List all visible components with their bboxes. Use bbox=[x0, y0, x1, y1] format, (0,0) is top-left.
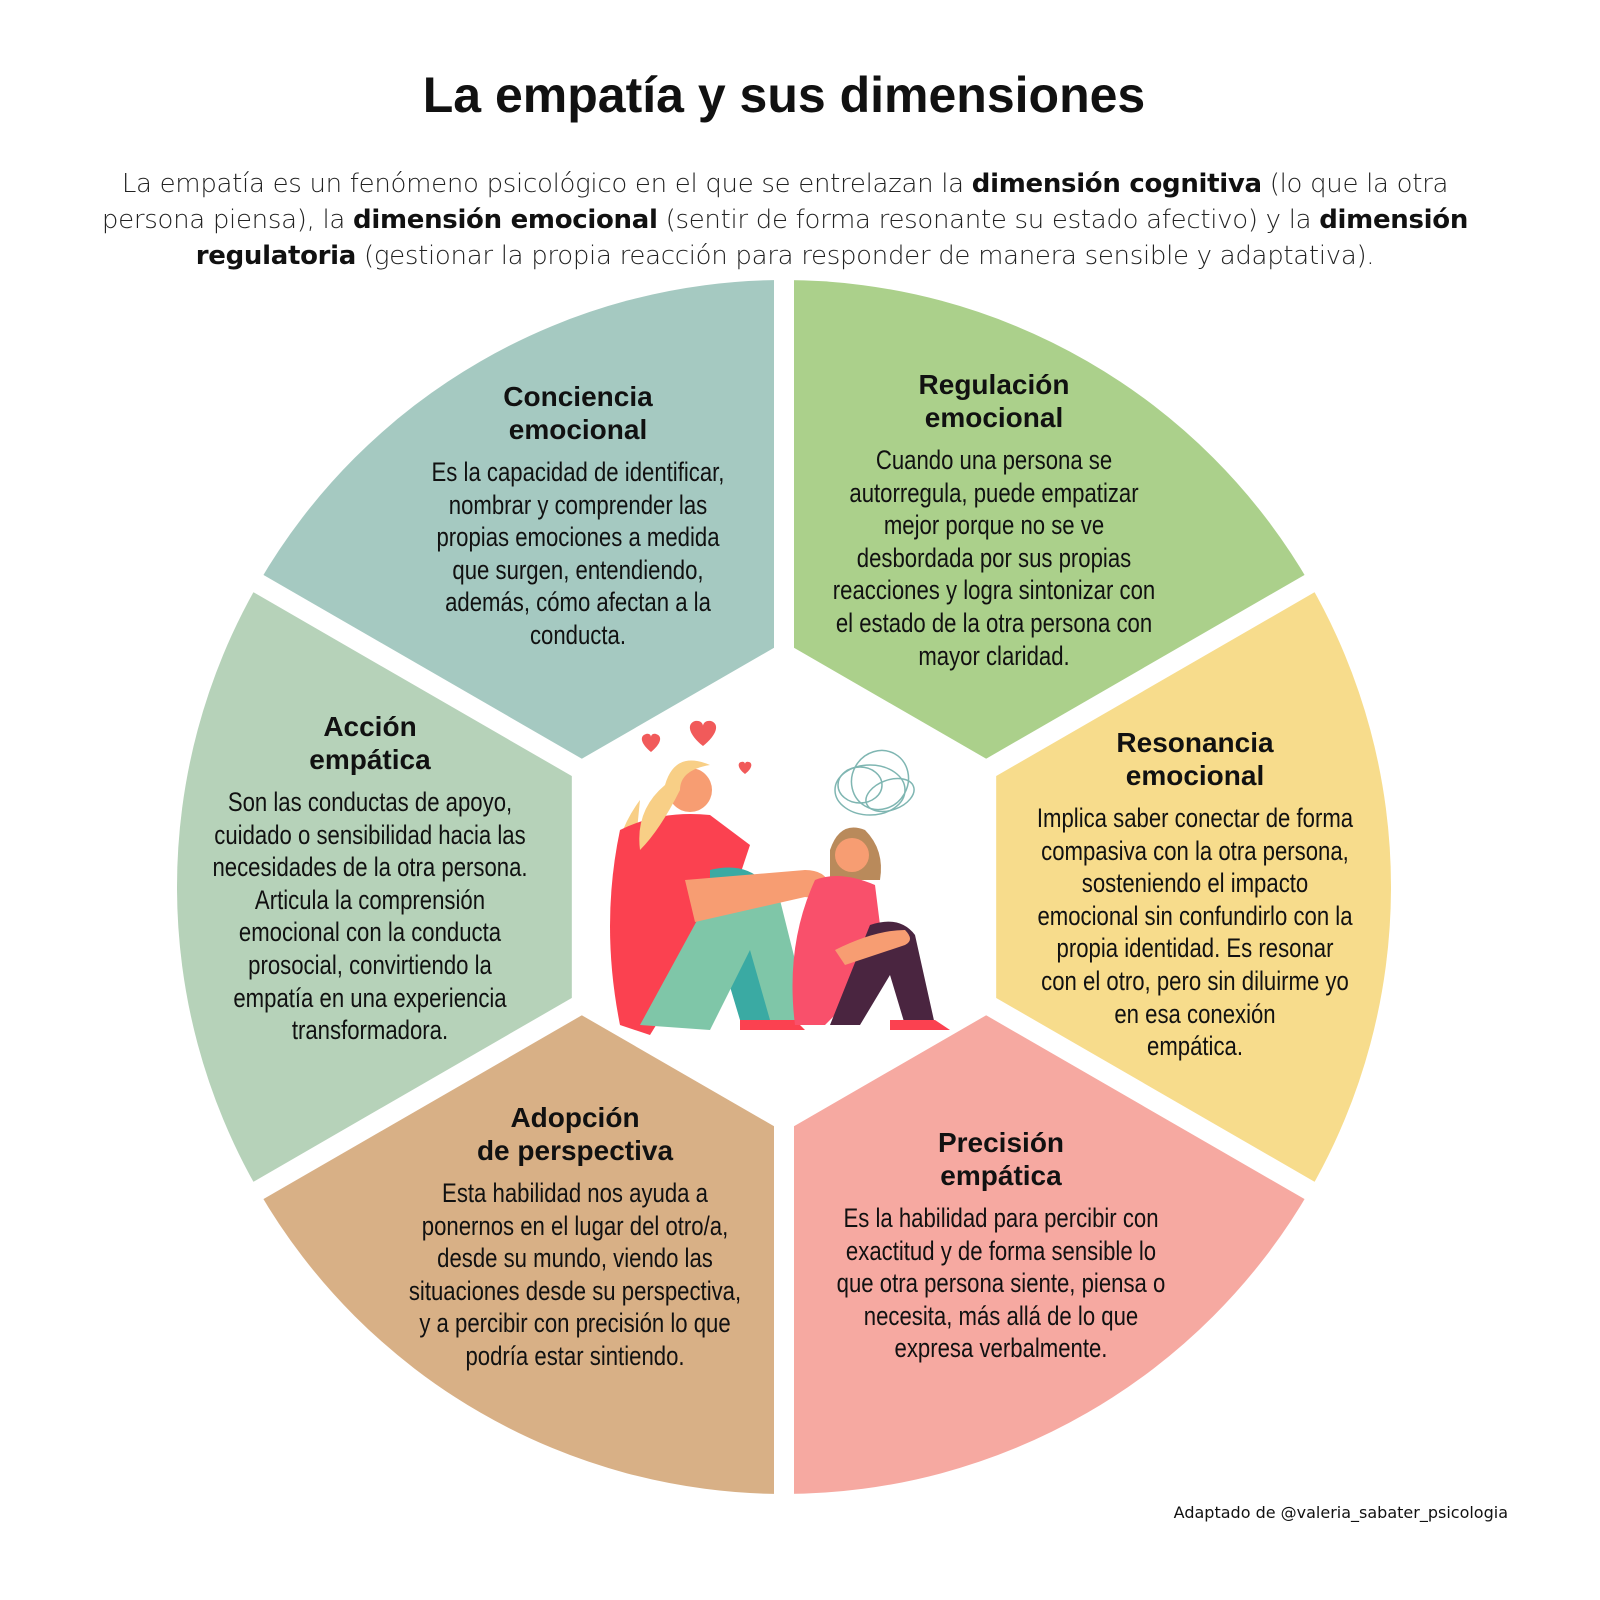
body-line: emocional con la conducta bbox=[238, 917, 502, 948]
body-line: Esta habilidad nos ayuda a bbox=[442, 1178, 708, 1208]
segment-title: empática bbox=[309, 744, 431, 775]
wedge-resonancia bbox=[784, 583, 1391, 1191]
scribble-thought-icon bbox=[834, 749, 915, 816]
intro-text: (gestionar la propia reacción para respo… bbox=[356, 241, 1375, 271]
body-line: transformadora. bbox=[291, 1015, 449, 1046]
intro-bold-regulatory: dimensión regulatoria bbox=[195, 205, 1469, 271]
heart-icon bbox=[738, 761, 752, 774]
body-line: desbordada por sus propias bbox=[856, 542, 1132, 573]
page-title: La empatía y sus dimensiones bbox=[422, 67, 1146, 123]
body-line: autorregula, puede empatizar bbox=[849, 477, 1139, 508]
body-line: compasiva con la otra persona, bbox=[1041, 835, 1349, 866]
heart-icon bbox=[689, 720, 717, 746]
body-line: prosocial, convirtiendo la bbox=[248, 949, 492, 980]
body-line: mejor porque no se ve bbox=[883, 510, 1105, 541]
intro-text: La empatía es un fenómeno psicológico en… bbox=[121, 169, 972, 199]
body-line: propia identidad. Es resonar bbox=[1056, 933, 1334, 964]
body-line: emocional sin confundirlo con la bbox=[1037, 900, 1353, 931]
body-line: propias emociones a medida bbox=[436, 522, 720, 553]
body-line: mayor claridad. bbox=[918, 640, 1070, 671]
body-line: conducta. bbox=[529, 619, 627, 650]
body-line: Es la capacidad de identificar, bbox=[431, 457, 725, 487]
body-line: desde su mundo, viendo las bbox=[437, 1243, 713, 1274]
segment-title: Precisión bbox=[937, 1127, 1065, 1158]
body-line: en esa conexión bbox=[1114, 998, 1276, 1029]
segment-title: emocional bbox=[1125, 760, 1265, 791]
body-line: sosteniendo el impacto bbox=[1081, 868, 1309, 899]
segment-body: Son las conductas de apoyo,cuidado o sen… bbox=[212, 786, 527, 1047]
body-line: Son las conductas de apoyo, bbox=[227, 787, 513, 817]
segment-title: Resonancia bbox=[1116, 727, 1274, 758]
illustration-two-people bbox=[610, 720, 950, 1035]
segment-title: emocional bbox=[508, 414, 648, 445]
body-line: Es la habilidad para percibir con bbox=[843, 1203, 1159, 1233]
intro-text: (lo que la otra persona piensa), la bbox=[101, 169, 1449, 235]
intro-paragraph: La empatía es un fenómeno psicológico en… bbox=[100, 166, 1470, 274]
body-line: necesita, más allá de lo que bbox=[863, 1300, 1139, 1331]
intro-bold-emotional: dimensión emocional bbox=[353, 205, 658, 235]
segment-title: Adopción bbox=[510, 1102, 640, 1133]
body-line: el estado de la otra persona con bbox=[835, 607, 1153, 638]
segment-title: Conciencia bbox=[503, 381, 653, 412]
body-line: ponernos en el lugar del otro/a, bbox=[421, 1210, 729, 1241]
body-line: Implica saber conectar de forma bbox=[1036, 803, 1354, 833]
body-line: necesidades de la otra persona. bbox=[212, 852, 528, 883]
body-line: empatía en una experiencia bbox=[233, 982, 507, 1013]
segment-title: de perspectiva bbox=[476, 1135, 674, 1166]
body-line: Articula la comprensión bbox=[254, 884, 486, 915]
body-line: además, cómo afectan a la bbox=[445, 587, 711, 618]
body-line: con el otro, pero sin diluirme yo bbox=[1041, 965, 1349, 996]
body-line: situaciones desde su perspectiva, bbox=[408, 1275, 742, 1306]
body-line: reacciones y logra sintonizar con bbox=[832, 575, 1156, 606]
wedge-accion bbox=[176, 583, 784, 1191]
intro-bold-cognitive: dimensión cognitiva bbox=[971, 169, 1262, 199]
body-line: y a percibir con precisión lo que bbox=[419, 1308, 731, 1339]
body-line: nombrar y comprender las bbox=[448, 489, 708, 520]
segment-title: Acción bbox=[323, 711, 417, 742]
heart-icon bbox=[641, 733, 661, 752]
segment-title: empática bbox=[940, 1160, 1062, 1191]
body-line: cuidado o sensibilidad hacia las bbox=[214, 819, 526, 850]
segment-title: emocional bbox=[924, 402, 1064, 433]
credit-text: Adaptado de @valeria_sabater_psicologia bbox=[1173, 1503, 1508, 1522]
body-line: que surgen, entendiendo, bbox=[452, 554, 704, 585]
body-line: Cuando una persona se bbox=[875, 445, 1113, 475]
segment-title: Regulación bbox=[918, 369, 1070, 400]
body-line: exactitud y de forma sensible lo bbox=[845, 1235, 1157, 1266]
body-line: podría estar sintiendo. bbox=[465, 1340, 685, 1371]
body-line: expresa verbalmente. bbox=[894, 1333, 1108, 1364]
body-line: que otra persona siente, piensa o bbox=[836, 1268, 1166, 1299]
segment-body: Es la capacidad de identificar,nombrar y… bbox=[432, 456, 725, 652]
body-line: empática. bbox=[1147, 1031, 1243, 1062]
intro-text: (sentir de forma resonante su estado afe… bbox=[657, 205, 1320, 235]
